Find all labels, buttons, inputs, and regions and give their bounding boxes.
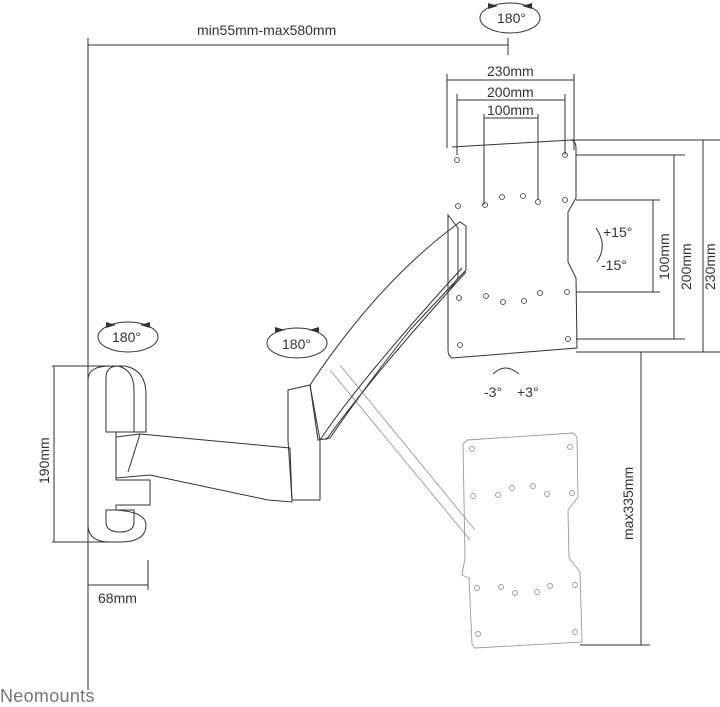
reach-label: min55mm-max580mm [197,22,337,38]
lower-arm [115,433,293,503]
upper-arm [309,221,467,441]
tilt-arrow-icon [595,227,603,263]
rotate-plus-label: +3° [517,384,539,400]
wall-plate-depth-label: 68mm [98,590,137,606]
vesa-plate-top [447,139,578,359]
swivel-wall-icon [97,321,159,353]
wall-plate-height-label: 190mm [36,437,52,484]
plate-width-mid-label: 200mm [487,84,534,100]
swivel-top-icon [479,2,541,34]
swivel-arm-icon [266,327,328,359]
tilt-minus-label: -15° [601,257,627,273]
plate-width-inner-label: 100mm [487,102,534,118]
arm-swivel-label: 180° [282,336,311,352]
plate-width-outer-label: 230mm [487,63,534,79]
rotate-minus-label: -3° [484,384,503,400]
rotate-arrow-icon [492,367,520,375]
elbow-joint [287,384,321,501]
wall-swivel-label: 180° [112,329,141,345]
top-swivel-label: 180° [497,10,526,26]
wall-plate [87,365,151,543]
plate-height-mid-label: 200mm [678,243,694,290]
plate-height-outer-label: 230mm [702,243,718,290]
plate-height-inner-label: 100mm [656,233,672,280]
tilt-plus-label: +15° [603,224,633,240]
height-adjust-label: max335mm [620,466,636,540]
brand-logo: Neomounts [0,686,95,706]
vesa-plate-lower [461,432,583,649]
